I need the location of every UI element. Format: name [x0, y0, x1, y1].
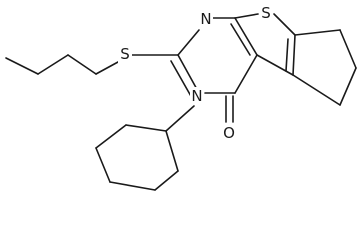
bond-c3prime-c4prime	[5, 57, 39, 75]
bond-ch2a-ch2b	[339, 29, 357, 69]
atom-labels: N S S N O	[118, 4, 273, 142]
bond-c7a-s	[234, 13, 259, 19]
bond-c7-c6-double	[285, 38, 289, 72]
bond-ch2b-ch2c	[339, 67, 357, 106]
bond-s-c1prime	[95, 61, 119, 75]
atom-o-carbonyl: O	[223, 124, 235, 142]
bond-n-c2	[177, 29, 200, 56]
bond-c6-c4a	[256, 54, 294, 76]
bonds	[5, 13, 357, 191]
bond-c2prime-c3prime	[37, 54, 69, 75]
bond-c2-n3-double	[170, 60, 193, 99]
bond-cy1-cy2	[165, 130, 179, 172]
bond-cy6-cy1	[125, 124, 167, 132]
chemical-structure-diagram: N S S N O	[5, 4, 357, 191]
bond-cy5-cy6	[95, 124, 127, 149]
bond-c4-c4a	[234, 54, 258, 94]
bond-c7-ch2a	[294, 29, 341, 36]
bond-c4a-c7a-double	[230, 23, 251, 56]
bond-c2-n3-single	[177, 54, 200, 94]
bond-cy3-cy4	[109, 181, 156, 191]
bond-n3-cy1	[165, 105, 195, 132]
bond-cy4-cy5	[95, 147, 111, 183]
bond-c4a-c7a-single	[234, 17, 258, 56]
bond-c7-c6-single	[292, 34, 296, 76]
bond-ch2c-c6	[292, 74, 341, 106]
bond-s-c7	[273, 13, 296, 36]
atom-n-bottom: N	[191, 87, 202, 105]
bond-c1prime-c2prime	[67, 54, 97, 75]
atom-n-top: N	[200, 10, 211, 28]
atom-s-thiophene: S	[261, 4, 271, 22]
bond-cy2-cy3	[154, 170, 179, 191]
atom-s-thioether: S	[120, 45, 130, 63]
